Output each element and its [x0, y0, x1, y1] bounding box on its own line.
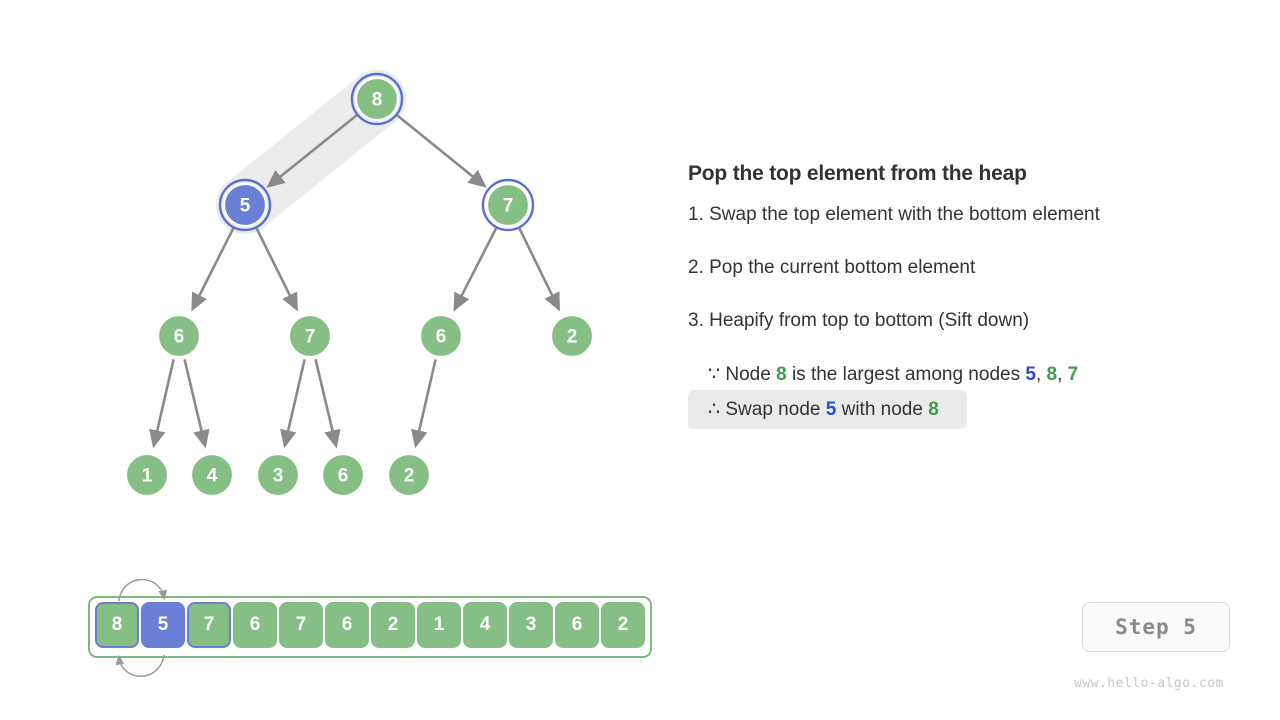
- array-cell[interactable]: 5: [141, 602, 185, 648]
- array-cell[interactable]: 6: [325, 602, 369, 648]
- node-value: 7: [503, 196, 514, 217]
- conclusion-to-value: 8: [928, 399, 939, 420]
- tree-edges: [149, 113, 560, 449]
- reason-pre: Node: [725, 364, 771, 385]
- therefore-symbol: ∴: [708, 399, 721, 420]
- tree-node-7[interactable]: 7: [287, 313, 333, 359]
- step-item-1: 1. Swap the top element with the bottom …: [688, 204, 1100, 225]
- swap-arc-bottom: [115, 654, 165, 677]
- tree-edge: [149, 359, 175, 449]
- node-circle: [255, 452, 301, 498]
- node-value: 3: [273, 466, 284, 487]
- page-title: Pop the top element from the heap: [688, 162, 1027, 185]
- node-circle: [189, 452, 235, 498]
- watermark: www.hello-algo.com: [1074, 676, 1224, 691]
- reason-candidate-1: 8: [1046, 364, 1058, 385]
- node-value: 6: [174, 327, 185, 348]
- tree-edge: [453, 225, 499, 312]
- node-circle: [124, 452, 170, 498]
- tree-edge: [280, 359, 306, 449]
- array-cell[interactable]: 2: [371, 602, 415, 648]
- node-circle: [549, 313, 595, 359]
- node-value: 2: [404, 466, 415, 487]
- reason-sep-1: ,: [1057, 364, 1063, 385]
- tree-node-1[interactable]: 1: [124, 452, 170, 498]
- because-symbol: ∵: [708, 364, 721, 385]
- binary-tree-diagram: 8 5 7 6 7 6 2 1 4 3 6 2: [124, 70, 595, 498]
- node-circle: [320, 452, 366, 498]
- node-value: 5: [240, 196, 251, 217]
- conclusion-line: ∴ Swap node 5 with node 8: [688, 390, 967, 429]
- node-circle: [418, 313, 464, 359]
- tree-node-6[interactable]: 6: [156, 313, 202, 359]
- reason-line: ∵ Node 8 is the largest among nodes 5, 8…: [688, 363, 1248, 386]
- node-circle: [222, 182, 268, 228]
- node-value: 8: [372, 90, 383, 111]
- array-cell[interactable]: 2: [601, 602, 645, 648]
- array-cell[interactable]: 6: [233, 602, 277, 648]
- array-cell[interactable]: 7: [187, 602, 231, 648]
- tree-edge: [266, 113, 360, 188]
- tree-node-2[interactable]: 2: [549, 313, 595, 359]
- array-cell[interactable]: 1: [417, 602, 461, 648]
- tree-edge: [394, 113, 487, 188]
- tree-node-5[interactable]: 5: [218, 178, 272, 232]
- tree-node-6[interactable]: 6: [320, 452, 366, 498]
- tree-node-4[interactable]: 4: [189, 452, 235, 498]
- node-circle: [485, 182, 531, 228]
- node-circle: [287, 313, 333, 359]
- reason-candidate-2: 7: [1067, 364, 1079, 385]
- node-value: 2: [567, 327, 578, 348]
- tree-edge: [517, 225, 560, 312]
- array-cell[interactable]: 4: [463, 602, 507, 648]
- explanation-panel: Pop the top element from the heap 1. Swa…: [688, 162, 1248, 435]
- array-cell[interactable]: 8: [95, 602, 139, 648]
- tree-nodes: 8 5 7 6 7 6 2 1 4 3 6 2: [124, 72, 595, 498]
- reason-node-value: 8: [776, 364, 787, 385]
- node-circle: [386, 452, 432, 498]
- node-selection-ring: [350, 72, 404, 126]
- node-circle: [354, 76, 400, 122]
- tree-node-3[interactable]: 3: [255, 452, 301, 498]
- tree-node-2[interactable]: 2: [386, 452, 432, 498]
- step-item-2: 2. Pop the current bottom element: [688, 257, 976, 278]
- array-cell[interactable]: 7: [279, 602, 323, 648]
- conclusion-pre: Swap node: [725, 399, 821, 420]
- reason-candidate-0: 5: [1025, 364, 1036, 385]
- node-selection-ring: [218, 178, 272, 232]
- node-value: 6: [338, 466, 349, 487]
- node-value: 6: [436, 327, 447, 348]
- reason-mid: is the largest among nodes: [791, 364, 1021, 385]
- step-item-3: 3. Heapify from top to bottom (Sift down…: [688, 310, 1030, 331]
- reason-sep-0: ,: [1035, 364, 1042, 385]
- node-value: 7: [305, 327, 316, 348]
- conclusion-from-value: 5: [825, 399, 837, 420]
- node-selection-ring: [481, 178, 535, 232]
- array-cell[interactable]: 6: [555, 602, 599, 648]
- tree-node-8[interactable]: 8: [350, 72, 404, 126]
- tree-edge: [183, 359, 210, 449]
- tree-edge: [254, 225, 298, 312]
- node-value: 4: [207, 466, 218, 487]
- tree-edge: [314, 359, 341, 449]
- tree-edge: [411, 359, 437, 449]
- tree-edge: [191, 225, 236, 312]
- conclusion-mid: with node: [841, 399, 923, 420]
- array-cell[interactable]: 3: [509, 602, 553, 648]
- tree-node-7[interactable]: 7: [481, 178, 535, 232]
- node-circle: [156, 313, 202, 359]
- node-value: 1: [142, 466, 153, 487]
- tree-node-6[interactable]: 6: [418, 313, 464, 359]
- step-badge: Step 5: [1082, 602, 1230, 652]
